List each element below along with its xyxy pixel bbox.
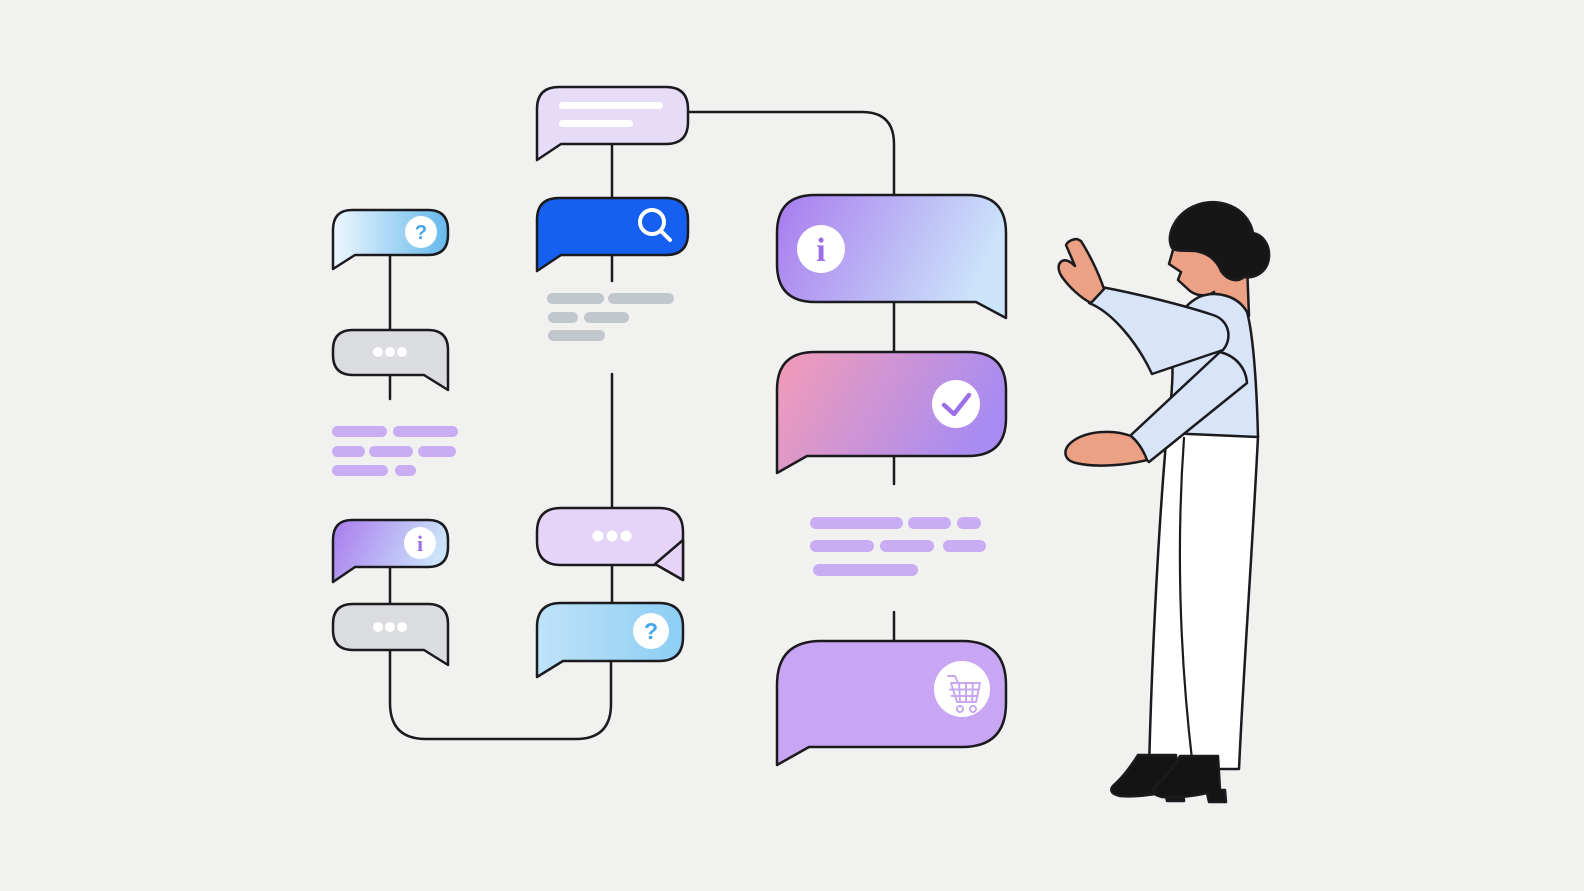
placeholder-pill (547, 293, 604, 304)
placeholder-pill (880, 540, 934, 552)
placeholder-pill (548, 312, 578, 323)
typing-dot (606, 530, 618, 542)
placeholder-pill (369, 446, 413, 457)
info-icon-circle (404, 527, 436, 559)
placeholder-pill (393, 426, 458, 437)
connector-left-to-middle-u (388, 648, 613, 741)
woman-forward-hand (1064, 430, 1149, 467)
mid-text-placeholder-block (547, 293, 674, 341)
placeholder-pill (810, 517, 903, 529)
search-icon-handle (659, 229, 672, 242)
connector-lines (388, 110, 896, 741)
right-text-placeholder-block (810, 517, 986, 576)
typing-dot (397, 622, 407, 632)
placeholder-pill (584, 312, 629, 323)
woman-raised-arm-sleeve (1087, 283, 1230, 376)
typing-dots-icon (373, 347, 407, 357)
cart-icon-grid (949, 682, 980, 703)
placeholder-pill (813, 564, 918, 576)
typing-dot (373, 622, 383, 632)
right-info-bubble (775, 193, 1008, 320)
placeholder-pill (332, 446, 365, 457)
info-icon-circle (797, 225, 845, 273)
mid-typing-bubble-tail (653, 538, 685, 582)
woman-pants-seam (1178, 436, 1195, 770)
woman-hair-bun (1168, 201, 1271, 282)
cart-icon-wheel (956, 705, 964, 713)
placeholder-pill (908, 517, 951, 529)
typing-dot (620, 530, 632, 542)
typing-dots-icon (592, 530, 632, 542)
user-message-placeholder-lines (559, 102, 663, 127)
placeholder-pill (810, 540, 874, 552)
placeholder-pill (418, 446, 456, 457)
placeholder-pill (957, 517, 981, 529)
cart-icon (947, 675, 981, 713)
woman-pants (1147, 429, 1260, 771)
placeholder-line (559, 120, 633, 127)
typing-dot (373, 347, 383, 357)
question-icon: ? (415, 222, 427, 244)
typing-dot (385, 347, 395, 357)
search-icon (638, 208, 672, 242)
search-icon-lens (638, 208, 666, 236)
question-icon-circle (633, 613, 669, 649)
placeholder-line (559, 102, 663, 109)
left-text-placeholder-block (332, 426, 458, 476)
placeholder-pill (943, 540, 986, 552)
search-bubble (535, 196, 690, 273)
question-icon-circle (405, 216, 437, 248)
placeholder-pill (332, 465, 388, 476)
cart-icon-handle (947, 675, 959, 684)
placeholder-pill (548, 330, 605, 341)
info-icon: i (816, 232, 825, 269)
info-icon: i (417, 531, 423, 556)
placeholder-pill (332, 426, 387, 437)
left-typing-bubble-2 (331, 602, 450, 667)
woman-illustration (1057, 201, 1271, 804)
left-typing-bubble-1 (331, 328, 450, 392)
typing-dots-icon (373, 622, 407, 632)
connector-top-to-right-column (686, 110, 896, 197)
cart-icon-wheel (969, 705, 977, 713)
woman-boot-back (1152, 754, 1228, 804)
typing-dot (385, 622, 395, 632)
question-icon: ? (644, 618, 658, 644)
check-icon-circle (932, 380, 980, 428)
placeholder-pill (608, 293, 674, 304)
placeholder-pill (395, 465, 416, 476)
woman-raised-hand (1057, 237, 1106, 305)
check-icon (941, 392, 972, 417)
typing-dot (592, 530, 604, 542)
typing-dot (397, 347, 407, 357)
